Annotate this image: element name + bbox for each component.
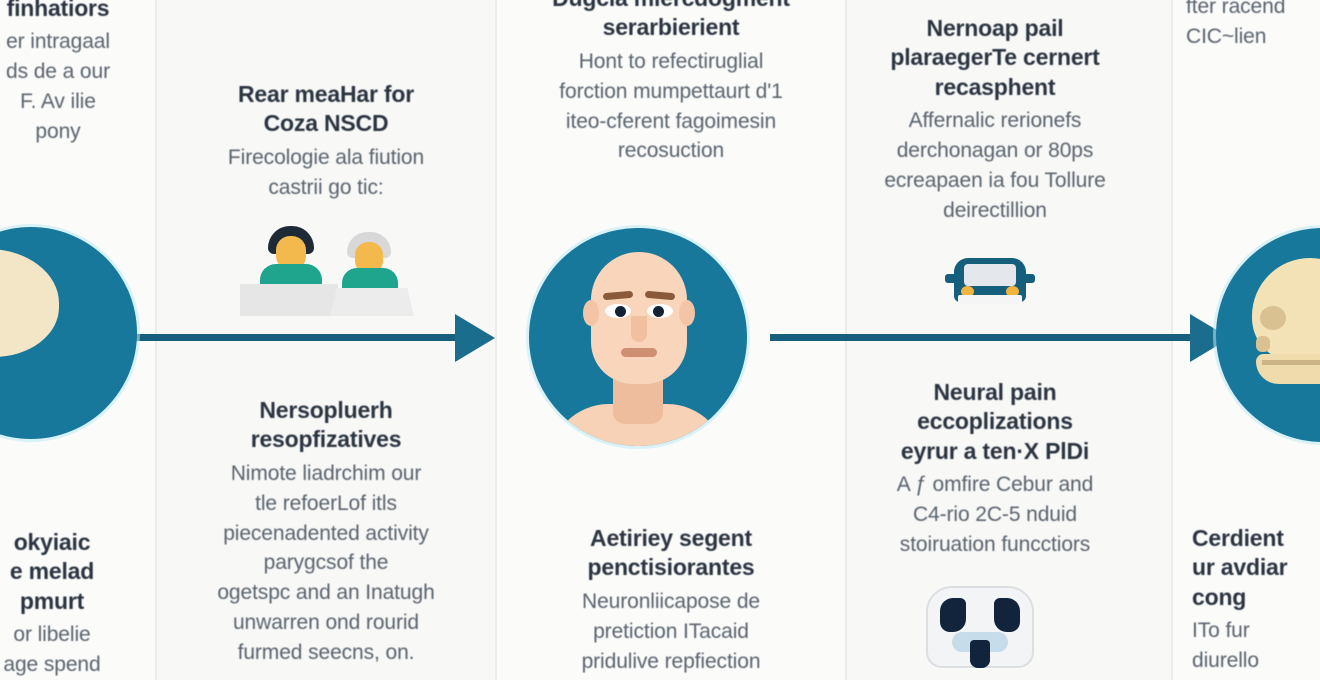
panel-3-bottom-text: Aetiriey segent penctisiorantes Neuronli…	[508, 524, 834, 676]
panel-4-bottom-text: Neural pain eccoplizations eyrur a ten·X…	[832, 378, 1158, 560]
car-mirror-left	[945, 274, 957, 283]
panel-5-top-body: fter racend CIC~lien	[1186, 0, 1286, 48]
panel-5-bottom-body: ITo fur diurello	[1192, 619, 1259, 673]
car-headlight-left	[961, 286, 974, 297]
car-mirror-right	[1023, 274, 1035, 283]
pupil-left	[615, 306, 626, 317]
skull-eye-socket	[1260, 306, 1286, 330]
panel-4-bottom-heading: Neural pain eccoplizations eyrur a ten·X…	[900, 379, 1090, 464]
panel-4-top-body: Affernalic rerionefs derchonagan or 80ps…	[884, 109, 1106, 222]
panel-5-bottom-heading: Cerdient ur avdiar cong	[1192, 525, 1288, 610]
ear-left	[583, 300, 599, 326]
panel-3-top-text: Dugcia miercdogment serarbierient Hont t…	[508, 0, 834, 166]
panel-1-bottom-body: or libelie age spend	[3, 623, 101, 677]
nose-shape	[631, 316, 647, 342]
cranium-shape	[0, 249, 59, 357]
car-bumper	[958, 295, 1022, 304]
car-front-icon	[944, 254, 1036, 310]
skull-jaw-profile	[1256, 354, 1320, 384]
car-windshield	[964, 264, 1016, 286]
panel-1-top-heading: finhatiors	[6, 0, 110, 21]
panel-3-top-heading: Dugcia miercdogment serarbierient	[552, 0, 790, 41]
person-1-desk	[240, 284, 338, 316]
panel-4-bottom-body: A ƒ omfire Cebur and C4-rio 2C-5 nduid s…	[896, 473, 1094, 556]
car-headlight-right	[1006, 286, 1019, 297]
person-2-desk	[330, 288, 414, 316]
panel-3-bottom-heading: Aetiriey segent penctisiorantes	[587, 525, 755, 581]
nerve-root-left	[940, 598, 966, 632]
panel-2-top-heading: Rear meaHar for Coza NSCD	[238, 81, 414, 137]
skull-nasal-cavity	[1256, 336, 1270, 352]
panel-5-bottom-text: Cerdient ur avdiar cong ITo fur diurello	[1192, 524, 1320, 676]
panel-2-bottom-heading: Nersopluerh resopfizatives	[250, 397, 402, 453]
flow-arrow-1-head	[455, 314, 495, 362]
panel-2-bottom-body: Nimote liadrchim our tle refoerLof itls …	[217, 461, 435, 664]
panel-1-bottom-text: okyiaic e melad pmurt or libelie age spe…	[0, 528, 152, 680]
two-people-at-desks-icon	[232, 222, 420, 318]
ear-right	[679, 300, 695, 326]
panel-4-top-heading: Nernoap pail plaraegerTe cernert recasph…	[890, 15, 1100, 100]
panel-1-bottom-heading: okyiaic e melad pmurt	[9, 529, 95, 614]
flow-arrow-1-line	[0, 334, 460, 341]
human-head-circle	[529, 228, 747, 446]
flow-arrow-2-line	[770, 334, 1195, 341]
panel-4-top-text: Nernoap pail plaraegerTe cernert recasph…	[832, 14, 1158, 226]
spinous-process	[970, 640, 990, 668]
pupil-right	[653, 306, 664, 317]
panel-5-top-text: fter racend CIC~lien	[1186, 0, 1320, 52]
panel-3-bottom-body: Neuronliicapose de pretiction ITacaid pr…	[581, 589, 761, 673]
panel-divider-2	[495, 0, 497, 680]
vertebra-cross-section-icon	[922, 584, 1038, 676]
panel-2-top-text: Rear meaHar for Coza NSCD Firecologie al…	[170, 80, 482, 203]
panel-2-bottom-text: Nersopluerh resopfizatives Nimote liadrc…	[170, 396, 482, 668]
mouth-shape	[621, 348, 657, 357]
panel-1-top-body: er intragaal ds de a our F. Av ilie pony	[6, 30, 110, 143]
panel-1-top-text: finhatiors er intragaal ds de a our F. A…	[0, 0, 158, 147]
nerve-root-right	[994, 598, 1020, 632]
panel-3-top-body: Hont to refectiruglial forction mumpetta…	[559, 49, 783, 163]
panel-2-top-body: Firecologie ala fiution castrii go tic:	[227, 145, 425, 199]
skull-teeth-line	[1262, 360, 1320, 365]
